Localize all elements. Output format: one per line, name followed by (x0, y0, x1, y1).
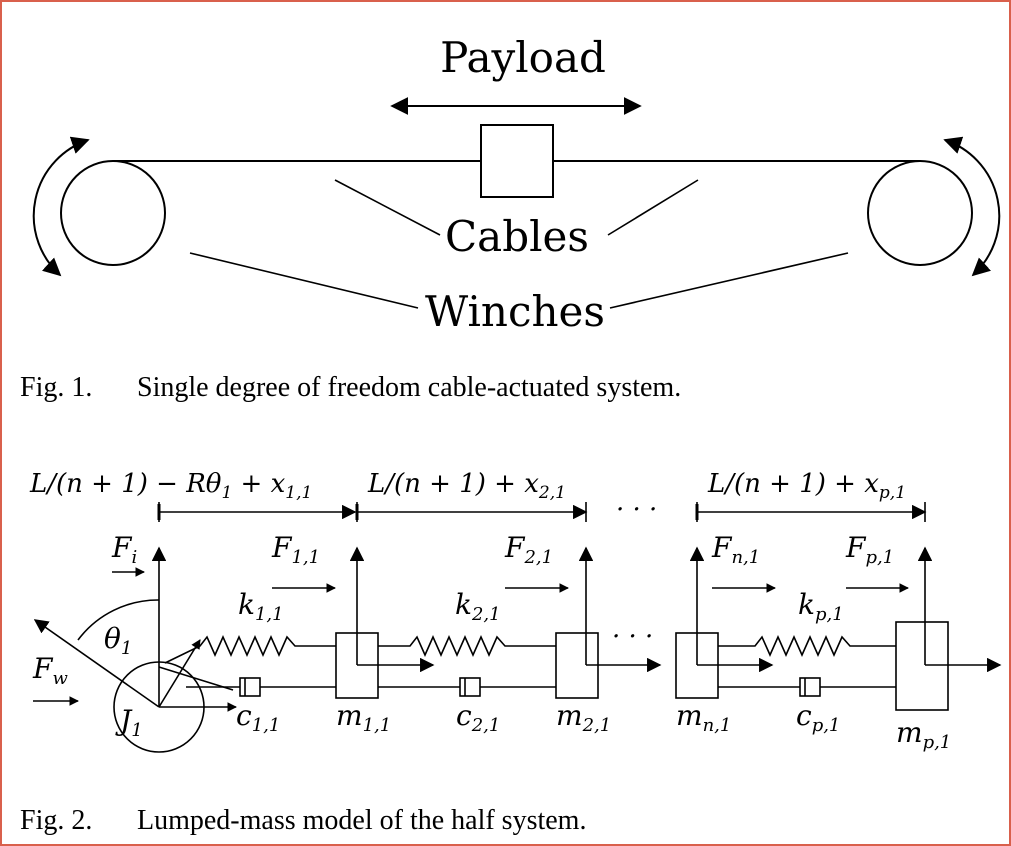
damper-c11-label: c1,1 (236, 699, 280, 736)
winches-label: Winches (425, 287, 605, 336)
payload-label: Payload (440, 33, 606, 82)
damper-cp1-label: cp,1 (796, 699, 840, 736)
spring-k11-label: k1,1 (238, 588, 284, 625)
fig1-caption-number: Fig. 1. (20, 372, 92, 403)
force-fw-label: Fw (32, 652, 68, 689)
theta-arc (77, 599, 160, 641)
cables-label: Cables (445, 212, 589, 261)
spring-kp1-label: kp,1 (798, 588, 844, 625)
force-f11: F1,1 (271, 531, 336, 593)
force-fp1: Fp,1 (845, 531, 909, 593)
disk-angle-ray (33, 619, 160, 708)
mass-mn1-label: mn,1 (676, 699, 731, 736)
force-f21: F2,1 (504, 531, 569, 593)
mass-mp1 (895, 621, 949, 711)
spring-k21 (378, 635, 556, 657)
spring-kp1 (718, 635, 896, 657)
winches-leader-right (609, 252, 849, 309)
cables-leader-right (607, 179, 699, 236)
force-fw: Fw (32, 652, 79, 706)
payload-box (480, 124, 554, 198)
winch-right-rotation-arrow (943, 136, 1001, 277)
fig2-caption-number: Fig. 2. (20, 805, 92, 836)
mass-mp1-label: mp,1 (896, 716, 951, 753)
fig2-caption-text: Lumped-mass model of the half system. (137, 805, 586, 836)
theta-label: θ1 (104, 622, 132, 659)
mass-m11-label: m1,1 (336, 699, 391, 736)
force-fi-label: Fi (111, 531, 137, 568)
damper-cp1 (799, 677, 821, 697)
inertia-label: J1 (115, 704, 143, 741)
fig1-diagram: Payload Cables Winches (32, 33, 1001, 336)
spring-k11 (164, 635, 336, 664)
dim-label-3: L/(n + 1) + xp,1 (707, 469, 906, 503)
force-fp1-label: Fp,1 (845, 531, 894, 568)
disk-tangent-line (158, 666, 234, 691)
damper-c11 (239, 677, 261, 697)
force-f21-label: F2,1 (504, 531, 553, 568)
damper-c21-label: c2,1 (456, 699, 500, 736)
chain-ellipsis: · · · (612, 622, 653, 652)
winch-left (60, 160, 166, 266)
mass-m21-label: m2,1 (556, 699, 611, 736)
winches-leader-left (189, 252, 419, 309)
dim-ellipsis: · · · (616, 495, 657, 525)
force-fn1-label: Fn,1 (711, 531, 760, 568)
spring-k21-label: k2,1 (455, 588, 501, 625)
fig1-caption-text: Single degree of freedom cable-actuated … (137, 372, 681, 403)
force-fn1: Fn,1 (711, 531, 776, 593)
winch-left-rotation-arrow (32, 136, 90, 277)
damper-c21 (459, 677, 481, 697)
force-f11-label: F1,1 (271, 531, 320, 568)
winch-right (867, 160, 973, 266)
fig2-diagram: L/(n + 1) − Rθ1 + x1,1 L/(n + 1) + x2,1 … (29, 469, 1002, 753)
dim-label-1: L/(n + 1) − Rθ1 + x1,1 (29, 469, 312, 503)
dim-label-2: L/(n + 1) + x2,1 (367, 469, 566, 503)
cables-leader-left (334, 179, 441, 236)
force-fi: Fi (111, 531, 145, 577)
